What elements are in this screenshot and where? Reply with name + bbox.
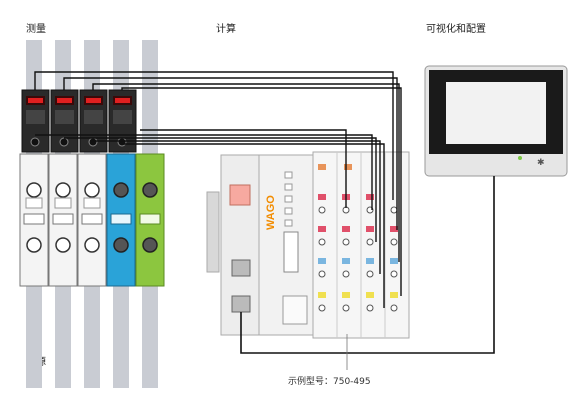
ethernet-port-1	[231, 259, 251, 277]
controller-rail-clip	[206, 191, 220, 273]
meter-module	[79, 89, 108, 153]
io-modules	[312, 151, 410, 339]
section-label-measure: 测量	[26, 24, 46, 35]
ethernet-port-2	[231, 295, 251, 313]
plc-controller	[220, 154, 314, 336]
terminal-block-white	[19, 153, 49, 287]
hmi-screen	[446, 82, 546, 144]
terminal-block-green	[135, 153, 165, 287]
status-leds	[284, 171, 293, 227]
meter-module	[50, 89, 79, 153]
meter-module	[108, 89, 137, 153]
terminal-blocks	[19, 153, 165, 287]
sd-card-slot	[283, 231, 299, 273]
dip-switch	[229, 184, 251, 206]
wago-logo: WAGO	[265, 195, 277, 230]
hmi-panel: ✱	[424, 65, 568, 177]
meter-modules	[21, 89, 137, 153]
terminal-block-blue	[106, 153, 136, 287]
hmi-led	[518, 156, 522, 160]
terminal-block-white	[77, 153, 107, 287]
bus-wiring	[34, 71, 402, 308]
meter-module	[21, 89, 50, 153]
section-label-visualize: 可视化和配置	[426, 24, 486, 35]
section-label-compute: 计算	[216, 24, 236, 35]
brightness-icon: ✱	[537, 158, 545, 168]
example-model-label: 示例型号：750-495	[288, 377, 371, 387]
ethernet-cable	[240, 176, 495, 354]
terminal-block-white	[48, 153, 78, 287]
